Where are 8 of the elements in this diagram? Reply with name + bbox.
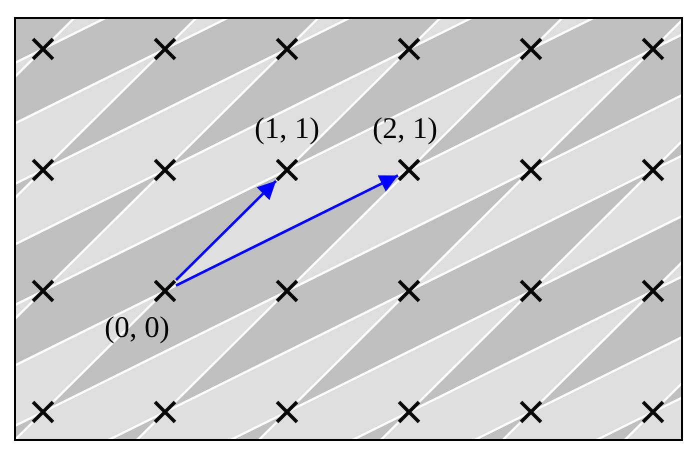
cross-mark: [154, 280, 176, 302]
coordinate-label: (1, 1): [254, 114, 320, 144]
cross-mark: [276, 159, 298, 181]
coordinate-label: (2, 1): [372, 114, 438, 144]
coordinate-label: (0, 0): [104, 313, 170, 343]
arrow: [175, 174, 399, 287]
arrow: [175, 180, 277, 282]
cross-mark: [398, 159, 420, 181]
